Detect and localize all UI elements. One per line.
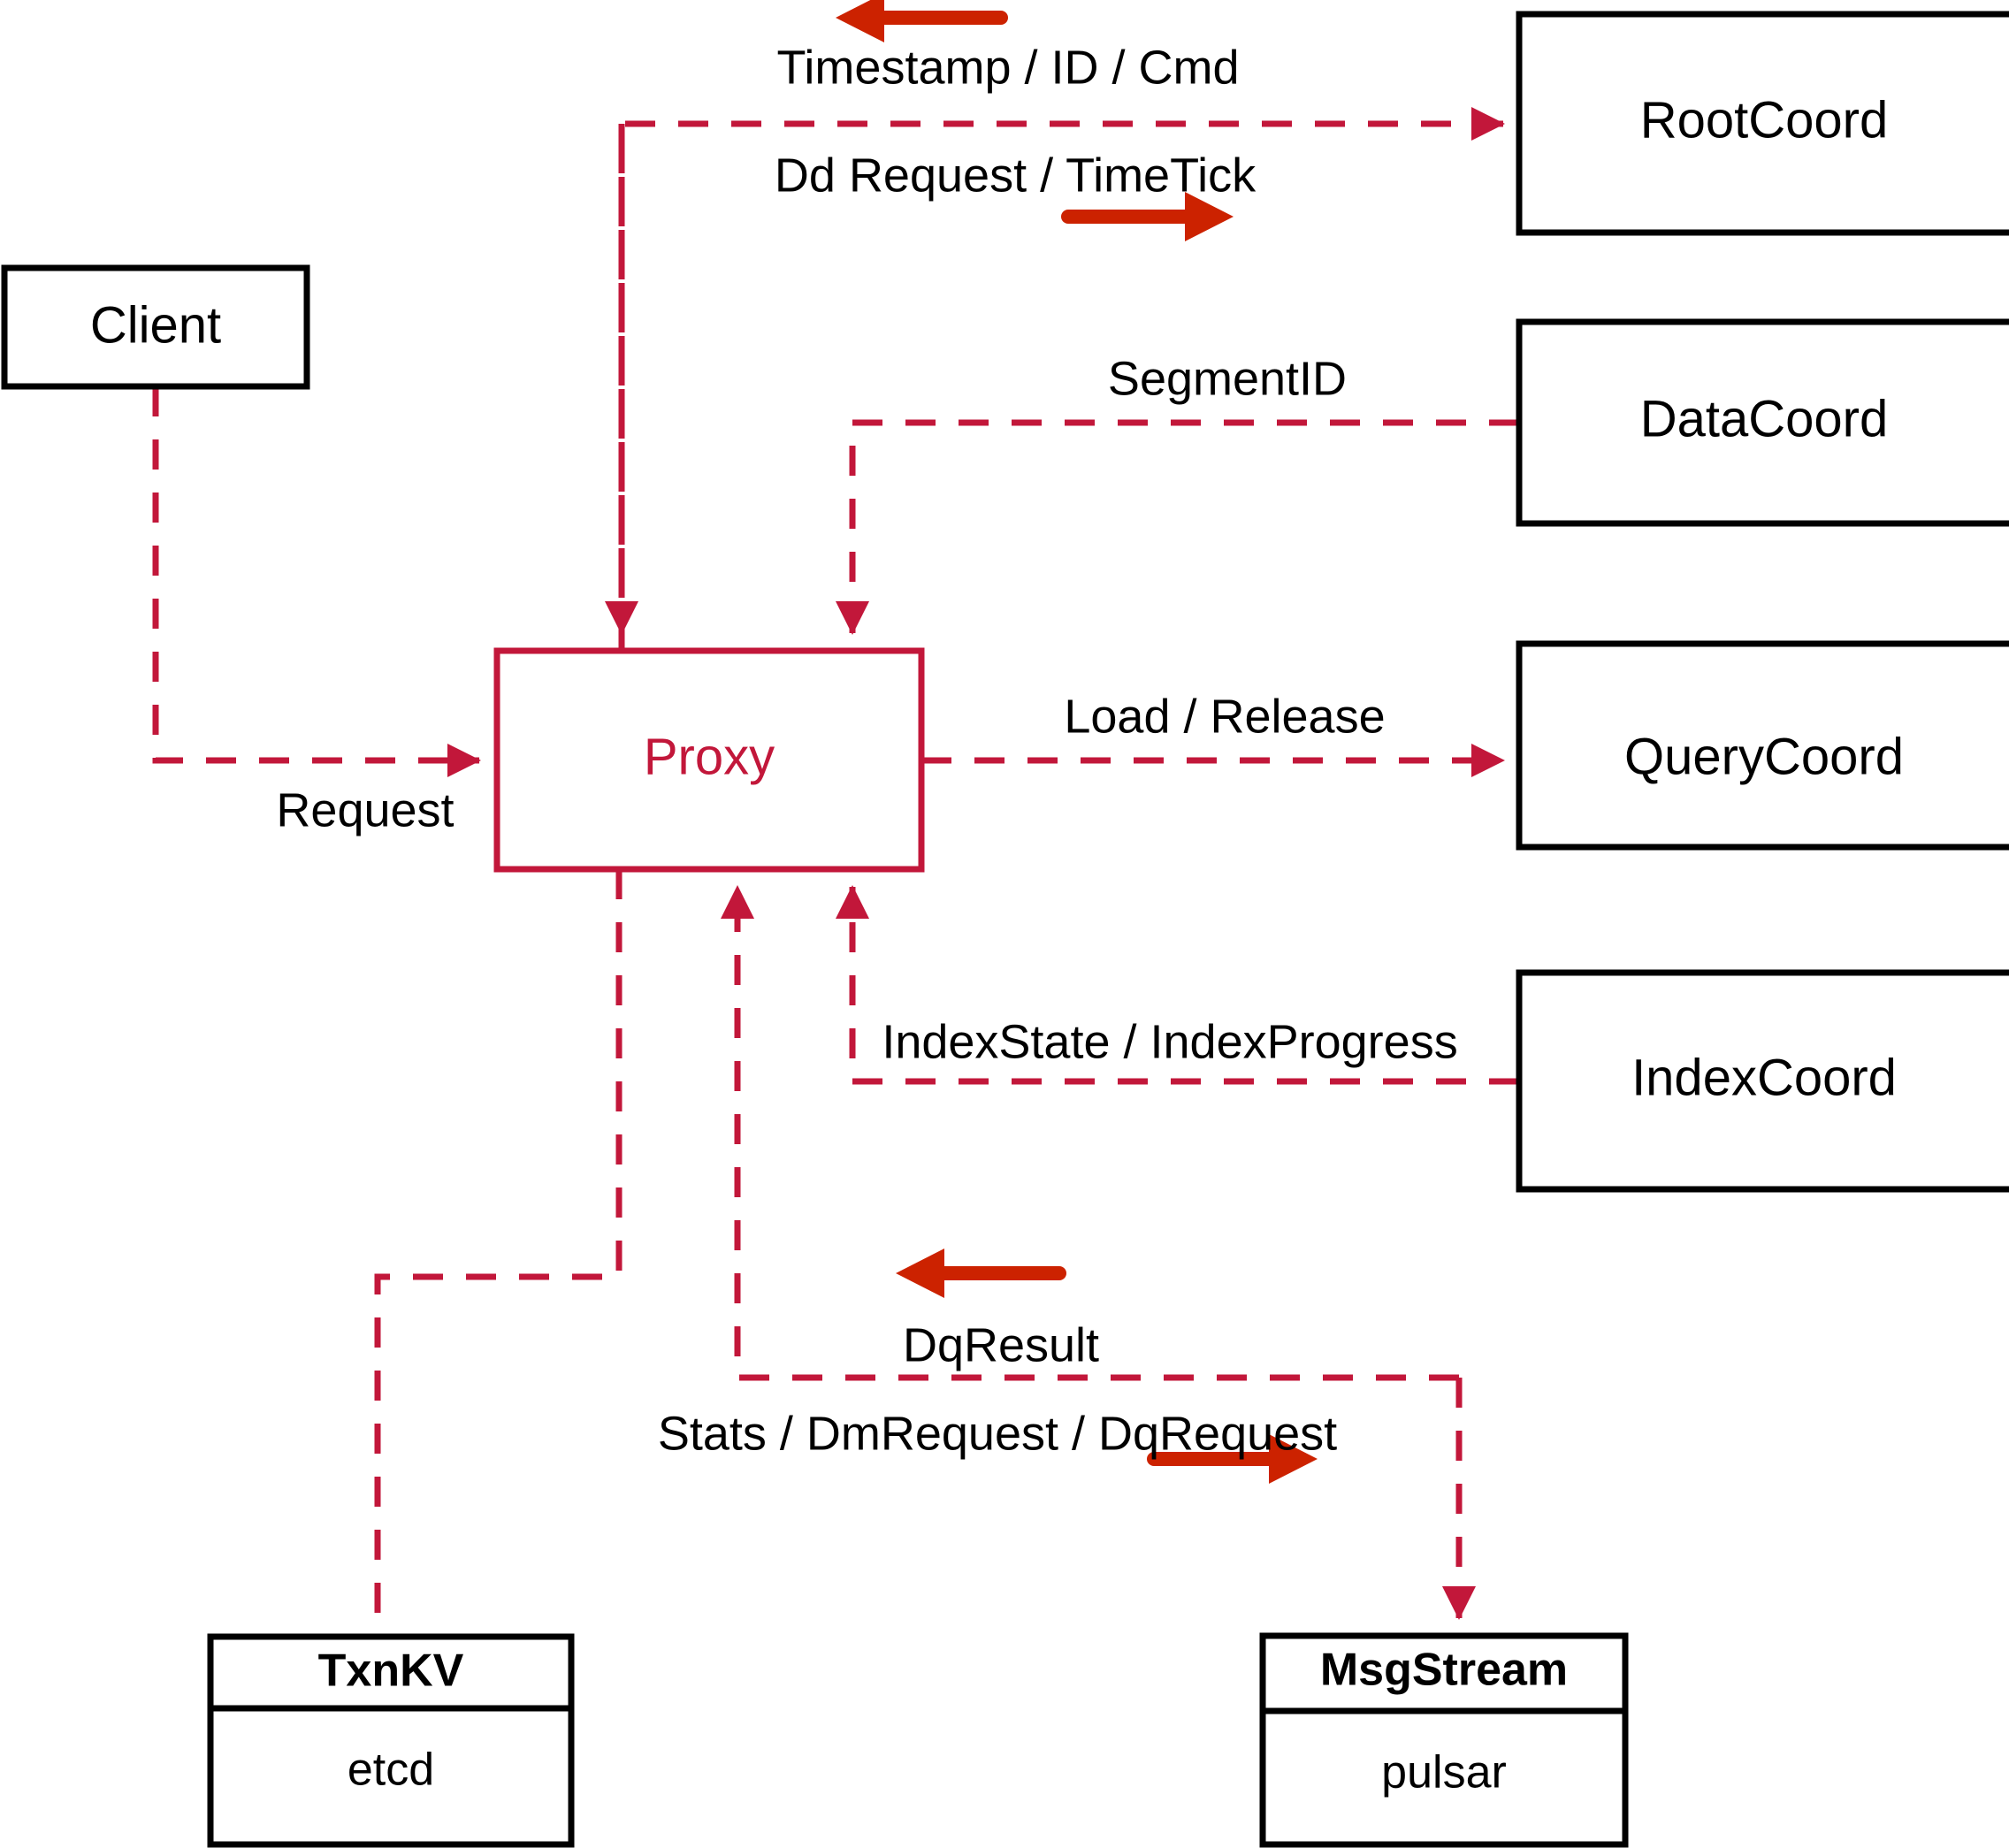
node-txnkv-subtitle: etcd — [348, 1745, 434, 1796]
node-datacoord-label: DataCoord — [1640, 390, 1888, 447]
node-proxy-label: Proxy — [644, 728, 775, 785]
node-datacoord[interactable]: DataCoord — [1516, 318, 2009, 527]
edge-proxy-to-txnkv — [374, 869, 623, 1637]
node-group: Client RootCoord DataCoord QueryCoord In… — [1, 11, 2009, 1848]
timestamp-arrow-icon — [836, 0, 1008, 42]
edge-indexcoord-to-proxy — [836, 885, 1519, 1085]
node-indexcoord[interactable]: IndexCoord — [1516, 969, 2009, 1193]
edge-client-to-proxy — [152, 386, 481, 777]
edge-label-dqresult: DqResult — [903, 1318, 1099, 1371]
node-txnkv[interactable]: TxnKV etcd — [207, 1633, 575, 1848]
edge-msgstream-to-proxy — [721, 885, 1459, 1381]
edge-label-indexstate-indexprogress: IndexState / IndexProgress — [882, 1015, 1457, 1068]
node-rootcoord-label: RootCoord — [1640, 91, 1888, 149]
node-msgstream-subtitle: pulsar — [1381, 1747, 1507, 1798]
node-client[interactable]: Client — [1, 264, 310, 390]
node-txnkv-title: TxnKV — [318, 1646, 464, 1697]
node-querycoord-label: QueryCoord — [1624, 728, 1904, 785]
node-querycoord[interactable]: QueryCoord — [1516, 640, 2009, 851]
edge-label-request: Request — [276, 783, 454, 836]
edge-label-segmentid: SegmentID — [1108, 352, 1347, 405]
edge-label-group: Timestamp / ID / Cmd Dd Request / TimeTi… — [276, 41, 1457, 1460]
edge-label-dd-request-timetick: Dd Request / TimeTick — [775, 149, 1257, 202]
node-msgstream-title: MsgStream — [1320, 1645, 1568, 1696]
dqrequest-arrow-icon — [1147, 1434, 1318, 1484]
edge-datacoord-to-proxy — [836, 419, 1519, 635]
node-indexcoord-label: IndexCoord — [1631, 1049, 1897, 1106]
edge-label-timestamp-id-cmd: Timestamp / ID / Cmd — [776, 41, 1239, 94]
node-rootcoord[interactable]: RootCoord — [1516, 11, 2009, 236]
dd-request-timetick-arrow-icon — [1061, 192, 1234, 241]
node-proxy[interactable]: Proxy — [493, 647, 925, 873]
edge-label-stats-dmrequest-dqrequest: Stats / DmRequest / DqRequest — [658, 1407, 1337, 1460]
node-msgstream[interactable]: MsgStream pulsar — [1259, 1632, 1629, 1848]
accent-arrow-group — [836, 0, 1318, 1484]
edge-label-load-release: Load / Release — [1064, 690, 1385, 743]
edge-proxy-to-rootcoord — [618, 107, 1505, 651]
dqresult-arrow-icon — [896, 1249, 1066, 1298]
node-client-label: Client — [90, 296, 221, 354]
